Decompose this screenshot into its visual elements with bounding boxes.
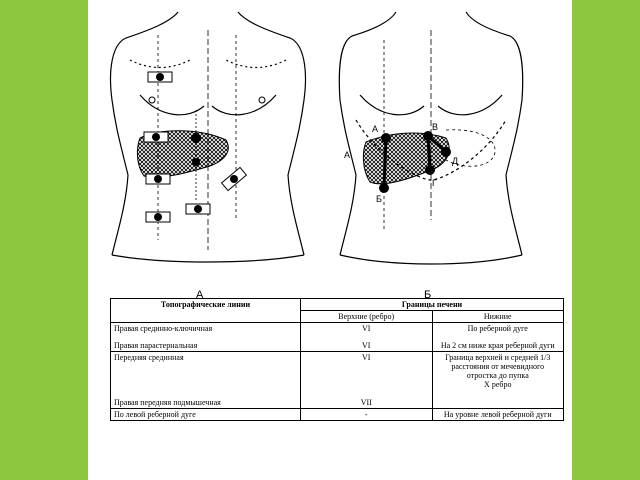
row-lower-value: На уровне левой реберной дуги (431, 408, 564, 421)
header-lower: Нижние (431, 310, 564, 323)
figure-label-a: А (196, 289, 204, 300)
marker-labels-b: А В Б Г Д А (344, 122, 458, 204)
row-line-label: По левой реберной дуге (110, 408, 301, 421)
svg-text:А: А (344, 150, 350, 160)
percussion-markers-a (143, 71, 266, 223)
svg-text:А: А (372, 124, 378, 134)
row-lower-value: Граница верхней и средней 1/3 расстояния… (445, 353, 551, 380)
liver-borders-table: Топографические линии Границы печени Вер… (110, 298, 564, 421)
svg-text:Д: Д (452, 156, 458, 166)
header-upper: Верхние (ребро) (300, 310, 433, 323)
row-line-label: Правая передняя подмышечная (114, 398, 221, 407)
row-lower-value: X ребро (484, 380, 512, 389)
svg-text:В: В (432, 122, 438, 132)
table-row: По левой реберной дуге - На уровне левой… (110, 408, 564, 421)
row-upper-value: VI (362, 341, 371, 350)
row-upper-value: - (300, 408, 433, 421)
row-upper-value: VI (362, 324, 371, 333)
torso-a-outline (109, 11, 307, 263)
svg-text:Б: Б (376, 194, 382, 204)
header-topographic-lines: Топографические линии (110, 298, 301, 323)
row-lower-value: По реберной дуге (467, 324, 528, 333)
liver-region-b (362, 132, 450, 185)
row-line-label: Правая парастернальная (114, 341, 198, 350)
svg-text:Г: Г (432, 178, 437, 188)
table-row: Правая срединно-ключичная Правая парасте… (110, 322, 564, 352)
header-liver-borders: Границы печени (300, 298, 564, 311)
table-row: Передняя срединная Правая передняя подмы… (110, 351, 564, 409)
row-line-label: Правая срединно-ключичная (114, 324, 213, 333)
row-upper-value: VII (360, 398, 372, 407)
row-upper-value: VI (362, 353, 371, 362)
percussion-points-b (379, 131, 451, 193)
liver-borders-figure: А А В Б Г (109, 11, 524, 300)
figure-label-b: Б (424, 289, 431, 300)
row-line-label: Передняя срединная (114, 353, 184, 362)
row-lower-value: На 2 см ниже края реберной дуги (440, 341, 555, 350)
torso-b-guide-lines (383, 30, 496, 230)
